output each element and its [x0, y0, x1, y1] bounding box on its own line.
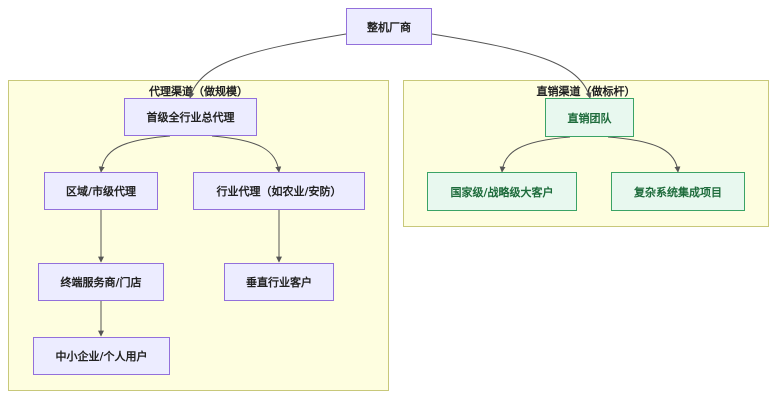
node-vertical-customer: 垂直行业客户	[224, 263, 334, 301]
node-industry-agent: 行业代理（如农业/安防）	[193, 172, 365, 210]
node-regional-agent-label: 区域/市级代理	[65, 185, 137, 198]
node-terminal-dealer: 终端服务商/门店	[38, 263, 164, 301]
edge-direct-to-complex-projects	[607, 136, 681, 173]
node-industry-agent-label: 行业代理（如农业/安防）	[216, 185, 342, 198]
node-regional-agent: 区域/市级代理	[44, 172, 158, 210]
node-complex-projects: 复杂系统集成项目	[611, 172, 745, 211]
agent-channel-title: 代理渠道（做规模）	[149, 85, 248, 98]
node-complex-projects-label: 复杂系统集成项目	[634, 185, 722, 199]
node-vertical-customer-label: 垂直行业客户	[246, 276, 312, 289]
edge-root-to-national-agent	[188, 33, 347, 99]
node-direct-team: 直销团队	[545, 98, 634, 137]
edge-direct-to-key-accounts	[499, 136, 571, 173]
node-national-agent-label: 首级全行业总代理	[146, 111, 235, 124]
edge-national-to-regional	[98, 135, 171, 173]
node-key-accounts-label: 国家级/战略级大客户	[450, 185, 554, 199]
node-national-agent: 首级全行业总代理	[124, 98, 257, 136]
node-direct-team-label: 直销团队	[567, 111, 612, 125]
node-terminal-dealer-label: 终端服务商/门店	[60, 276, 142, 289]
direct-channel-title: 直销渠道（做标杆）	[536, 85, 636, 98]
node-key-accounts: 国家级/战略级大客户	[427, 172, 577, 211]
node-root-label: 整机厂商	[367, 20, 411, 34]
node-root-manufacturer: 整机厂商	[346, 8, 432, 45]
edge-national-to-industry	[211, 135, 282, 173]
node-sme-user-label: 中小企业/个人用户	[55, 350, 148, 363]
node-sme-user: 中小企业/个人用户	[33, 337, 170, 375]
edge-root-to-direct-team	[431, 33, 592, 99]
